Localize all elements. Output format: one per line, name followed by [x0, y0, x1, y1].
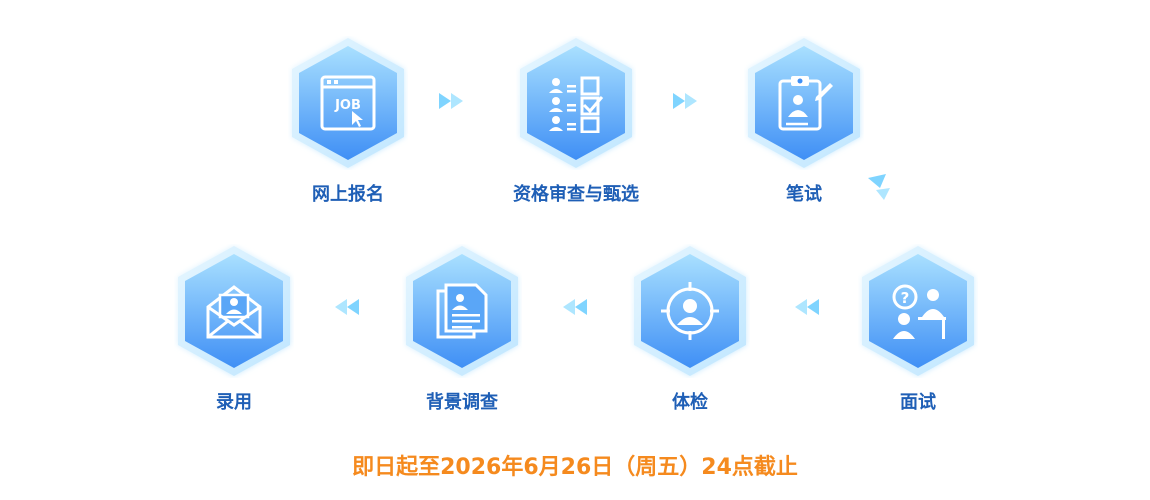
step-background-check: 背景调查	[402, 244, 522, 413]
svg-text:JOB: JOB	[334, 98, 361, 113]
deadline-text: 即日起至2026年6月26日（周五）24点截止	[352, 455, 798, 480]
step-hexagon	[744, 36, 864, 170]
left-double-arrow-icon	[335, 299, 359, 315]
clipboard-pen-icon	[778, 76, 833, 131]
step-interview: ? 面试	[858, 244, 978, 413]
documents-person-icon	[436, 283, 488, 339]
step-hexagon	[402, 244, 522, 378]
step-hiring: 录用	[174, 244, 294, 413]
checklist-icon	[549, 76, 604, 133]
interview-question-icon: ?	[892, 284, 946, 339]
step-label: 面试	[900, 392, 936, 413]
step-hexagon	[174, 244, 294, 378]
step-hexagon: ?	[858, 244, 978, 378]
step-hexagon	[630, 244, 750, 378]
right-double-arrow-icon	[439, 93, 463, 109]
left-double-arrow-icon	[795, 299, 819, 315]
left-double-arrow-icon	[563, 299, 587, 315]
step-written-exam: 笔试	[744, 36, 864, 205]
job-browser-icon: JOB	[320, 75, 376, 131]
step-online-registration: JOB 网上报名	[288, 36, 408, 205]
step-label: 资格审查与甄选	[513, 184, 639, 205]
envelope-offer-icon	[206, 285, 262, 339]
step-label: 体检	[672, 392, 708, 413]
svg-text:?: ?	[901, 289, 910, 307]
step-label: 网上报名	[312, 184, 384, 205]
down-turn-arrow-icon	[868, 174, 890, 200]
person-target-icon	[661, 282, 719, 340]
step-hexagon: JOB	[288, 36, 408, 170]
right-double-arrow-icon	[673, 93, 697, 109]
step-label: 笔试	[786, 184, 822, 205]
step-medical-exam: 体检	[630, 244, 750, 413]
step-qualification-review: 资格审查与甄选	[513, 36, 639, 205]
step-label: 录用	[216, 392, 252, 413]
step-label: 背景调查	[426, 392, 498, 413]
step-hexagon	[516, 36, 636, 170]
